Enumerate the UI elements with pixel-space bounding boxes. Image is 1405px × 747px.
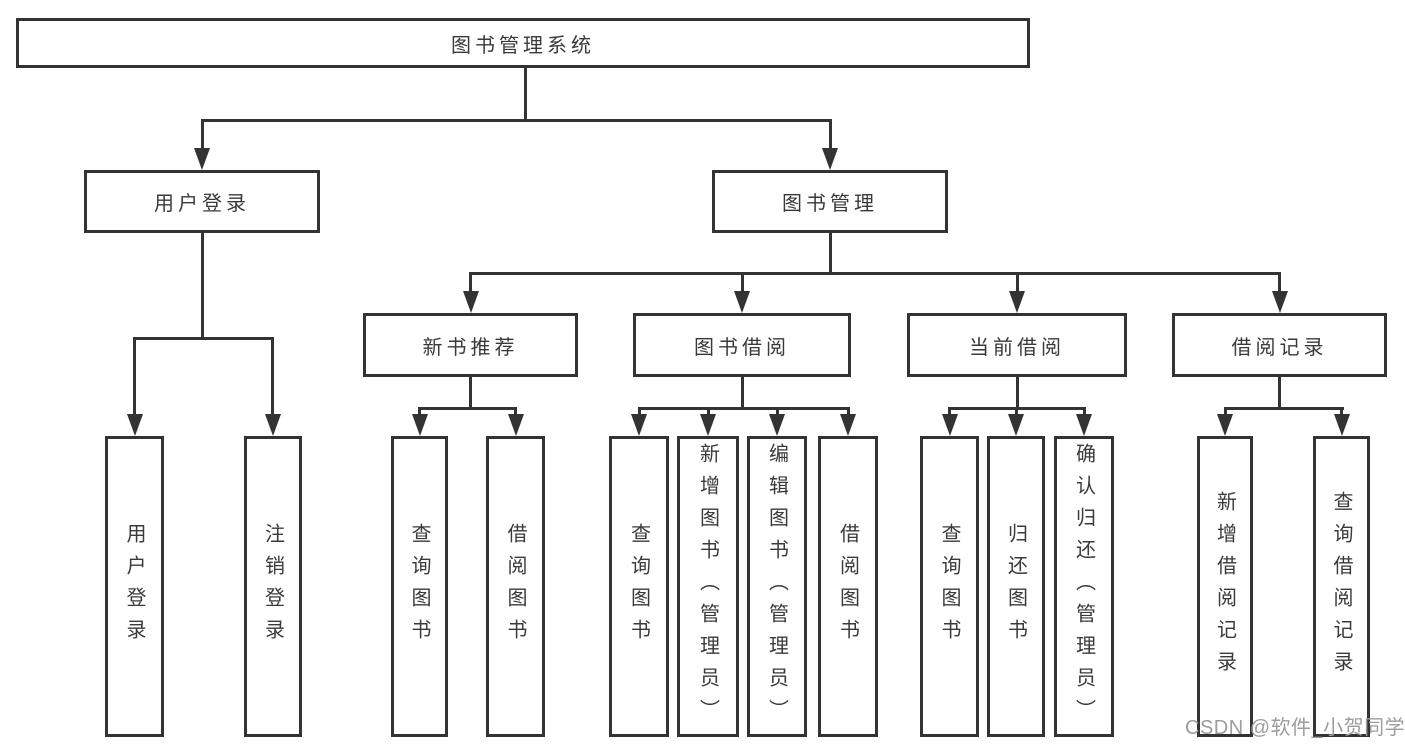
connector-drop-book-borrow — [740, 272, 744, 291]
connector-drop-leaf-logout — [271, 337, 274, 414]
connector-currentborrow-stem — [1015, 377, 1019, 407]
arrow-down-icon — [941, 414, 958, 436]
connector-book-mgmt-stem — [828, 233, 832, 272]
connector-drop-leaf — [948, 407, 951, 414]
arrow-down-icon — [411, 414, 428, 436]
arrow-down-icon — [1009, 291, 1025, 313]
connector-drop-leaf-login — [133, 337, 136, 414]
connector-drop-new-book — [469, 272, 472, 291]
leaf-borrow-books-recommend: 借阅图书 — [486, 436, 545, 737]
node-user-login: 用户登录 — [84, 170, 320, 233]
arrow-down-icon — [507, 414, 524, 436]
connector-newbook-stem — [469, 377, 472, 407]
connector-user-login-stem — [200, 233, 204, 337]
connector-drop-leaf — [418, 407, 421, 414]
connector-user-login-branch — [133, 337, 274, 340]
connector-newbook-branch — [418, 407, 517, 410]
leaf-logout: 注销登录 — [244, 436, 302, 737]
node-current-borrow: 当前借阅 — [907, 313, 1127, 377]
connector-drop-borrow-records — [1278, 272, 1281, 291]
leaf-borrow-books-recommend-label: 借阅图书 — [504, 522, 526, 651]
leaf-return-book-label: 归还图书 — [1004, 522, 1027, 651]
arrow-down-icon — [1217, 414, 1233, 436]
node-new-book-recommend-label: 新书推荐 — [422, 336, 519, 359]
connector-bookborrow-branch — [637, 407, 850, 410]
leaf-add-borrow-record: 新增借阅记录 — [1197, 436, 1253, 737]
connector-level1-branch — [200, 119, 832, 122]
connector-records-stem — [1278, 377, 1281, 407]
leaf-query-books-recommend: 查询图书 — [391, 436, 448, 737]
node-root-label: 图书管理系统 — [451, 34, 595, 57]
leaf-add-book-admin-label: 新增图书（管理员） — [696, 442, 719, 731]
leaf-logout-label: 注销登录 — [261, 522, 284, 651]
node-book-borrow-label: 图书借阅 — [694, 336, 790, 359]
connector-drop-leaf — [775, 407, 779, 414]
leaf-add-borrow-record-label: 新增借阅记录 — [1213, 490, 1236, 683]
connector-root-stem — [523, 68, 527, 119]
node-book-borrow: 图书借阅 — [633, 313, 851, 377]
arrow-down-icon — [1333, 414, 1350, 436]
leaf-query-books-current: 查询图书 — [920, 436, 979, 737]
leaf-query-books-borrow: 查询图书 — [609, 436, 669, 737]
arrow-down-icon — [631, 414, 647, 436]
leaf-edit-book-admin-label: 编辑图书（管理员） — [765, 442, 788, 731]
arrow-down-icon — [462, 291, 479, 313]
arrow-down-icon — [265, 414, 281, 436]
leaf-add-book-admin: 新增图书（管理员） — [677, 436, 739, 737]
leaf-borrow-books: 借阅图书 — [818, 436, 878, 737]
arrow-down-icon — [700, 414, 716, 436]
leaf-query-books-borrow-label: 查询图书 — [627, 522, 650, 651]
connector-drop-user-login — [200, 119, 204, 148]
node-borrow-records: 借阅记录 — [1172, 313, 1387, 377]
arrow-down-icon — [1271, 291, 1288, 313]
arrow-down-icon — [822, 148, 838, 170]
leaf-borrow-books-label: 借阅图书 — [836, 522, 859, 651]
connector-level3-branch — [469, 272, 1281, 275]
connector-drop-leaf — [1223, 407, 1227, 414]
node-current-borrow-label: 当前借阅 — [969, 336, 1065, 359]
connector-drop-leaf — [1014, 407, 1018, 414]
connector-drop-current-borrow — [1015, 272, 1019, 291]
leaf-user-login: 用户登录 — [105, 436, 164, 737]
connector-drop-leaf — [637, 407, 641, 414]
leaf-query-books-current-label: 查询图书 — [938, 522, 960, 651]
arrow-down-icon — [769, 414, 785, 436]
node-book-mgmt: 图书管理 — [712, 170, 948, 233]
leaf-query-borrow-record-label: 查询借阅记录 — [1330, 490, 1352, 683]
arrow-down-icon — [734, 291, 750, 313]
arrow-down-icon — [1076, 414, 1092, 436]
arrow-down-icon — [1008, 414, 1024, 436]
connector-drop-leaf — [1340, 407, 1343, 414]
leaf-edit-book-admin: 编辑图书（管理员） — [747, 436, 807, 737]
leaf-query-books-recommend-label: 查询图书 — [408, 522, 430, 651]
connector-bookborrow-stem — [740, 377, 744, 407]
node-user-login-label: 用户登录 — [154, 193, 250, 215]
leaf-confirm-return-admin-label: 确认归还（管理员） — [1072, 442, 1095, 731]
connector-drop-book-mgmt — [828, 119, 832, 148]
node-root: 图书管理系统 — [16, 18, 1030, 68]
node-book-mgmt-label: 图书管理 — [782, 193, 878, 215]
node-new-book-recommend: 新书推荐 — [363, 313, 578, 377]
connector-records-branch — [1223, 407, 1344, 410]
connector-drop-leaf — [706, 407, 710, 414]
csdn-watermark: CSDN @软件_小贺同学 — [1185, 717, 1405, 739]
leaf-query-borrow-record: 查询借阅记录 — [1313, 436, 1370, 737]
arrow-down-icon — [840, 414, 856, 436]
arrow-down-icon — [194, 148, 210, 170]
arrow-down-icon — [126, 414, 143, 436]
connector-drop-leaf — [514, 407, 517, 414]
node-borrow-records-label: 借阅记录 — [1231, 336, 1328, 359]
leaf-user-login-label: 用户登录 — [123, 522, 145, 651]
leaf-confirm-return-admin: 确认归还（管理员） — [1054, 436, 1114, 737]
connector-drop-leaf — [846, 407, 850, 414]
leaf-return-book: 归还图书 — [987, 436, 1045, 737]
connector-drop-leaf — [1082, 407, 1086, 414]
